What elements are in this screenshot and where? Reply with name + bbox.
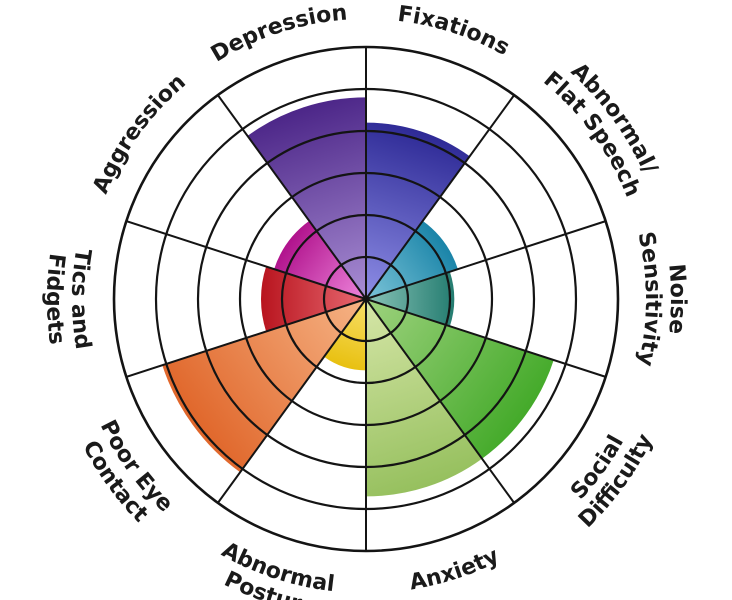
wedge-social-difficulty — [366, 299, 554, 459]
wedge-aggression — [274, 220, 366, 299]
wedge-noise-sensitivity — [366, 271, 455, 327]
grid-spoke — [365, 94, 515, 300]
grid-spoke — [217, 298, 367, 504]
grid-spoke — [365, 298, 606, 378]
label-depression: Depression — [207, 1, 348, 68]
wedge-depression — [247, 97, 366, 300]
wedge-layer — [162, 97, 554, 497]
label-noise-sensitivity-line1: Noise — [663, 263, 690, 335]
label-noise-sensitivity-line2: Sensitivity — [632, 230, 665, 369]
wedge-poor-eye-contact — [162, 299, 366, 473]
label-anxiety: Anxiety — [408, 543, 503, 595]
grid-spoke — [126, 220, 367, 300]
grid-spoke — [365, 220, 606, 300]
label-tics-and-fidgets-line2: Fidgets — [41, 252, 69, 346]
label-tics-and-fidgets-line1: Tics and — [66, 247, 95, 351]
grid-spoke — [126, 298, 367, 378]
grid-spoke — [365, 298, 515, 504]
wedge-tics-and-fidgets — [261, 266, 366, 332]
grid-spoke — [217, 94, 367, 300]
wedge-abnormal-flat-speech — [366, 220, 458, 299]
wedge-anxiety — [366, 299, 483, 497]
grid-layer — [112, 45, 620, 553]
wedge-fixations — [366, 122, 470, 299]
